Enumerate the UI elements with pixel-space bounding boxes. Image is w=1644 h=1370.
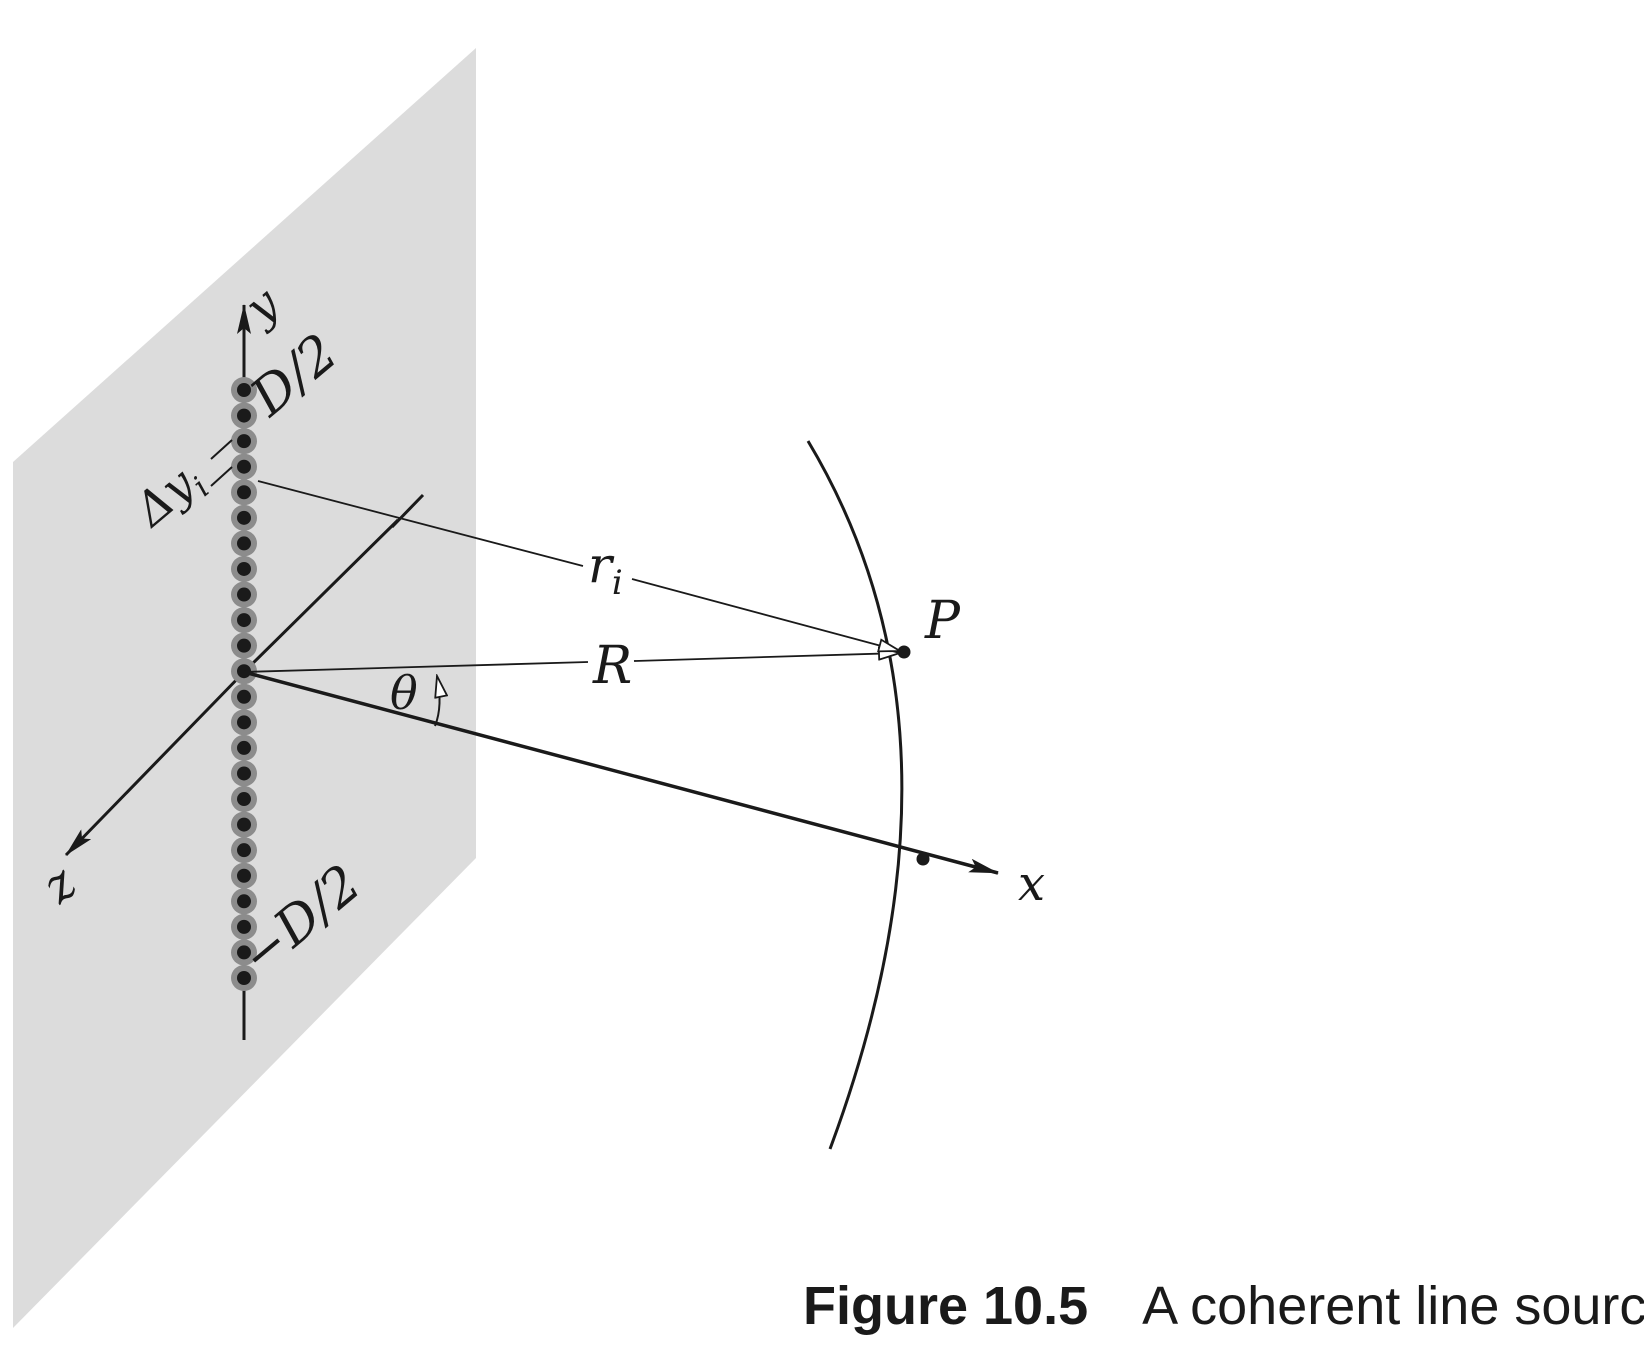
ray-line-right	[631, 578, 900, 651]
point-p	[897, 645, 911, 659]
source-element	[237, 868, 251, 883]
source-elements	[231, 377, 257, 991]
source-element	[237, 919, 251, 934]
radius-label: R	[592, 636, 632, 696]
figure-label: Figure 10.5	[803, 1276, 1089, 1336]
source-element	[237, 561, 251, 576]
source-element	[237, 715, 251, 730]
z-axis-back-tail	[390, 493, 425, 529]
source-element	[237, 689, 251, 704]
source-element	[237, 740, 251, 755]
source-element	[237, 383, 251, 397]
source-element	[237, 945, 251, 960]
source-element	[237, 587, 251, 602]
radius-line-left	[243, 661, 589, 673]
delta-tick-upper	[210, 439, 233, 460]
x-axis	[243, 670, 999, 875]
observation-arc	[806, 440, 904, 1150]
source-element	[237, 434, 251, 449]
x-axis-arc-intersection	[916, 852, 930, 866]
ray-label: ri	[588, 536, 623, 603]
z-axis	[64, 670, 246, 857]
figure-caption: Figure 10.5 A coherent line source.	[803, 1276, 1644, 1336]
x-axis-label: x	[1018, 856, 1045, 912]
radius-line-right	[633, 653, 900, 662]
source-element	[237, 792, 251, 807]
ray-subscript: i	[612, 563, 623, 603]
theta-arc	[434, 676, 440, 727]
source-element	[237, 971, 251, 985]
delta-tick-lower	[210, 466, 233, 487]
source-element	[237, 408, 251, 423]
source-element	[237, 459, 251, 474]
source-element	[237, 485, 251, 500]
source-element	[237, 638, 251, 653]
source-element	[237, 766, 251, 781]
source-element	[237, 894, 251, 909]
source-element	[237, 613, 251, 628]
ray-line-left	[257, 480, 584, 567]
source-element	[237, 510, 251, 525]
angle-label: θ	[390, 666, 418, 720]
source-element	[237, 843, 251, 858]
source-element	[237, 817, 251, 832]
point-label: P	[924, 591, 961, 651]
source-element	[237, 536, 251, 551]
z-axis-back-segment	[242, 518, 400, 674]
ray-prefix: r	[588, 536, 615, 594]
figure-title: A coherent line source.	[1142, 1276, 1644, 1336]
